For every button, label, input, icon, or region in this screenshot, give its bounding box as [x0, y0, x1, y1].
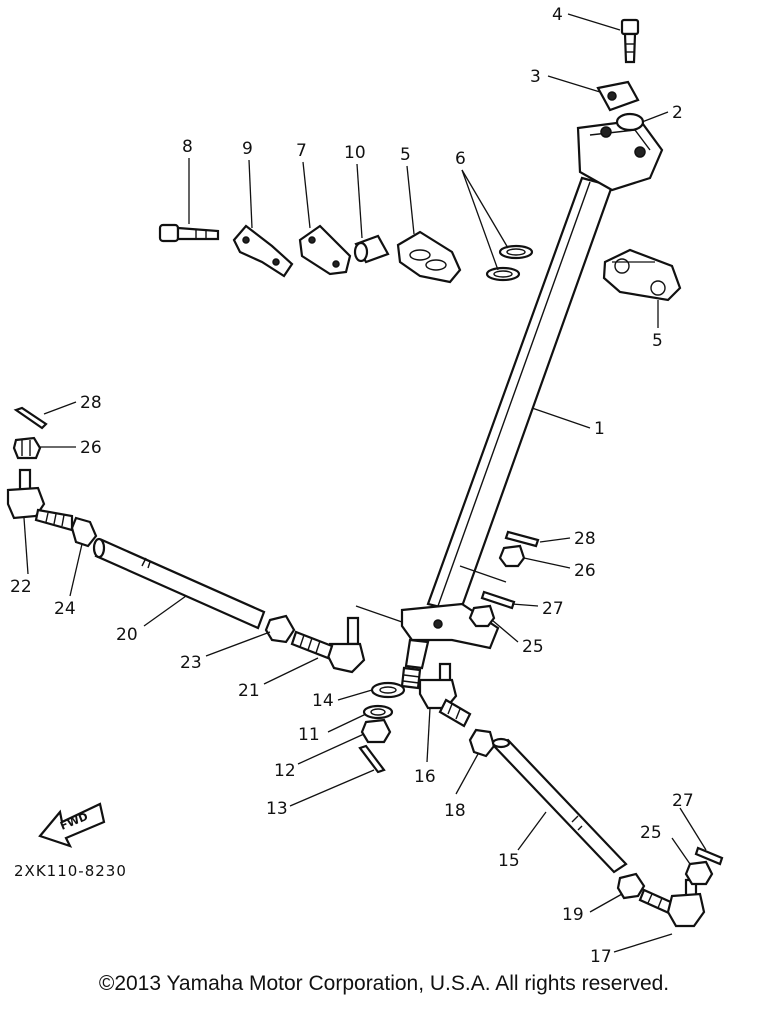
castle-nut-right-upper [498, 544, 526, 568]
callout-23: 23 [180, 653, 202, 673]
callout-5-lower: 5 [652, 331, 663, 351]
callout-15: 15 [498, 851, 520, 871]
tie-rod-end-21 [290, 616, 366, 674]
spacer-collar [353, 234, 390, 264]
callout-28-left: 28 [80, 393, 102, 413]
cotter-pin-right-upper [504, 530, 540, 548]
jam-nut-19 [616, 872, 646, 900]
jam-nut-18 [468, 728, 496, 758]
tie-rod-end-left [6, 468, 74, 532]
collar [615, 112, 645, 132]
diagram-code: 2XK110-8230 [14, 862, 127, 880]
holder-plate [298, 224, 352, 276]
cotter-pin-left [13, 406, 48, 430]
callout-22: 22 [10, 577, 32, 597]
lock-washer-plate [232, 224, 294, 278]
washer-14 [370, 681, 406, 699]
callout-28-right: 28 [574, 529, 596, 549]
callout-24: 24 [54, 599, 76, 619]
cotter-pin-27-lower [694, 846, 724, 866]
callout-25-right: 25 [522, 637, 544, 657]
callout-3: 3 [530, 67, 541, 87]
castle-nut-12 [360, 718, 392, 744]
callout-6: 6 [455, 149, 466, 169]
jam-nut-left [70, 516, 98, 548]
callout-7: 7 [296, 141, 307, 161]
tie-rod-end-17 [638, 878, 706, 928]
handlebar-holder-lower [602, 248, 682, 302]
callout-21: 21 [238, 681, 260, 701]
callout-18: 18 [444, 801, 466, 821]
copyright-notice: ©2013 Yamaha Motor Corporation, U.S.A. A… [99, 972, 669, 995]
callout-13: 13 [266, 799, 288, 819]
bolt-top [620, 18, 640, 64]
washer-11 [362, 704, 394, 720]
callout-26-right: 26 [574, 561, 596, 581]
leader-lines [23, 13, 707, 953]
castle-nut-25-lower [684, 860, 714, 886]
callout-26-left: 26 [80, 438, 102, 458]
callout-2: 2 [672, 103, 683, 123]
tie-rod-end-16 [418, 662, 472, 728]
callout-25-lower: 25 [640, 823, 662, 843]
fwd-arrow-icon: FWD [38, 802, 106, 848]
castle-nut-right-mid [468, 604, 496, 628]
column-head-bracket [576, 118, 664, 192]
callout-4: 4 [552, 5, 563, 25]
callout-12: 12 [274, 761, 296, 781]
callout-9: 9 [242, 139, 253, 159]
holder-bolt [158, 223, 220, 243]
cotter-pin-13 [358, 744, 386, 774]
callout-27-right: 27 [542, 599, 564, 619]
callout-17: 17 [590, 947, 612, 967]
callout-14: 14 [312, 691, 334, 711]
callout-1: 1 [594, 419, 605, 439]
callout-20: 20 [116, 625, 138, 645]
callout-16: 16 [414, 767, 436, 787]
callout-5-upper: 5 [400, 145, 411, 165]
upper-holder-cap [596, 80, 640, 112]
cotter-pin-right-mid [480, 590, 516, 610]
callout-11: 11 [298, 725, 320, 745]
handlebar-holder-upper [396, 230, 462, 284]
callout-10: 10 [344, 143, 366, 163]
castle-nut-left [12, 436, 42, 460]
callout-19: 19 [562, 905, 584, 925]
callout-27-lower: 27 [672, 791, 694, 811]
callout-8: 8 [182, 137, 193, 157]
washers [485, 244, 534, 282]
tie-rod-right [491, 737, 628, 874]
callout-labels: 4 3 2 8 9 7 10 5 6 5 1 28 26 22 24 20 23… [10, 5, 694, 967]
jam-nut-23 [264, 614, 296, 644]
tie-rod-left [92, 537, 266, 630]
